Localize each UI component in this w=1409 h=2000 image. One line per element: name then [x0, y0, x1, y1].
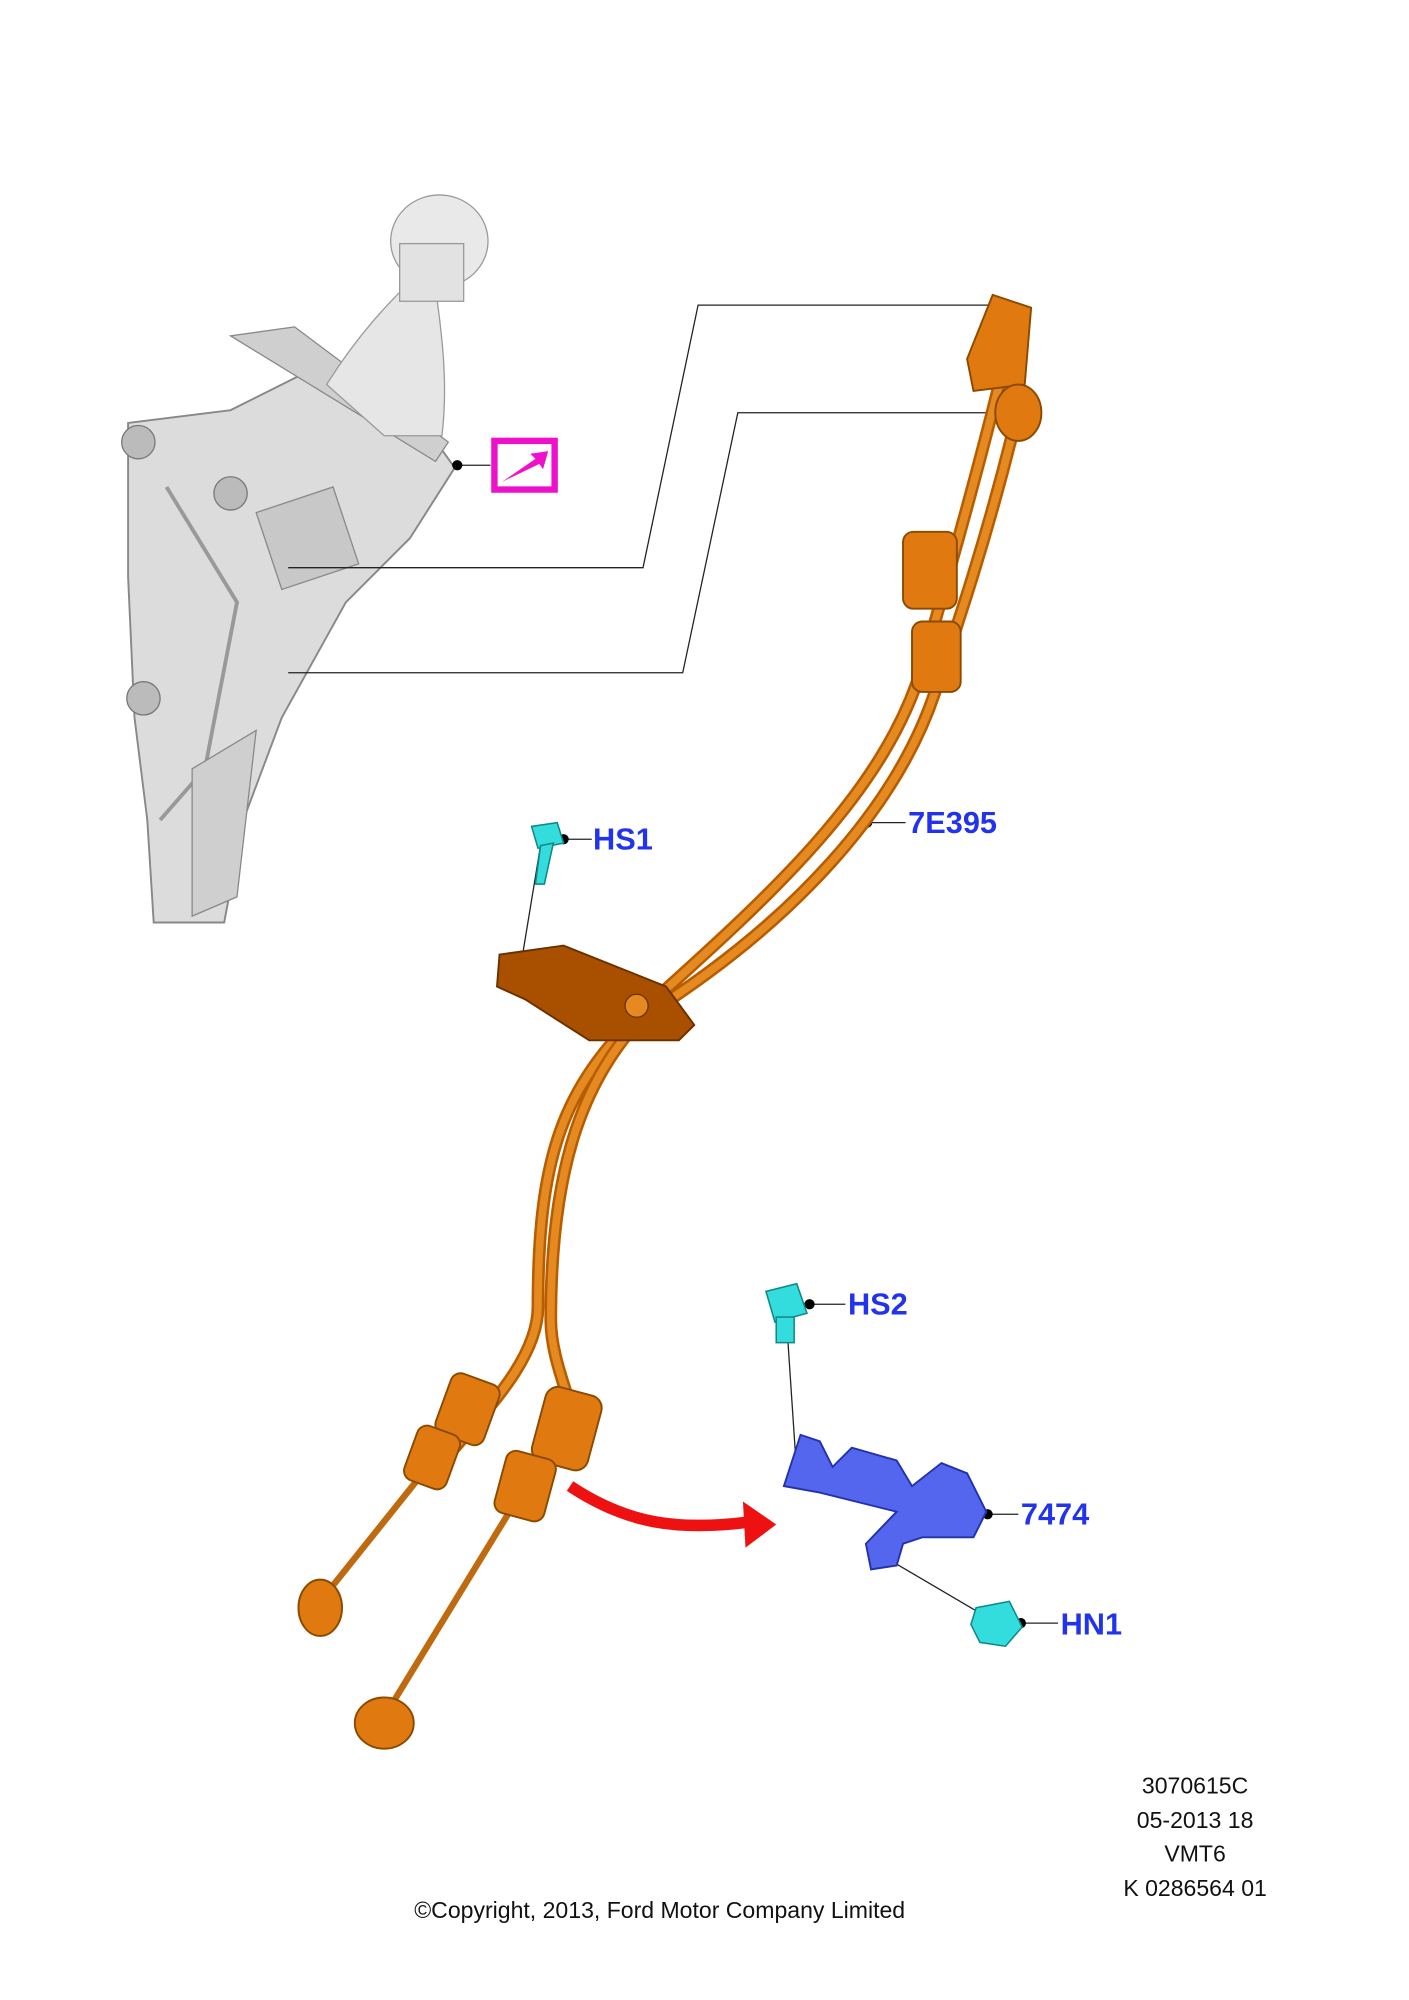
cable-fittings	[297, 293, 1043, 1750]
diagram-reference: K 0286564 01	[1123, 1875, 1267, 1901]
cable-mounting-plate	[495, 944, 696, 1042]
label-hs2: HS2	[848, 1286, 908, 1321]
bolt-hs1	[530, 821, 565, 885]
diagram-date: 05-2013 18	[1137, 1807, 1254, 1833]
label-hn1: HN1	[1061, 1607, 1122, 1642]
label-7e395: 7E395	[908, 805, 997, 840]
copyright-text: ©Copyright, 2013, Ford Motor Company Lim…	[414, 1897, 905, 1923]
bolt-hs2	[765, 1282, 808, 1344]
see-reference-icon[interactable]	[491, 437, 558, 493]
diagram-info: 3070615C 05-2013 18 VMT6 K 0286564 01	[1123, 1773, 1267, 1901]
label-hs1: HS1	[593, 821, 653, 856]
direction-arrow	[566, 1481, 777, 1548]
gear-shifter-assembly	[121, 194, 489, 924]
label-7474: 7474	[1021, 1497, 1089, 1532]
diagram-number: 3070615C	[1142, 1773, 1248, 1799]
diagram-model-code: VMT6	[1164, 1840, 1225, 1866]
bracket-7474	[782, 1433, 988, 1571]
nut-hn1	[970, 1600, 1024, 1648]
